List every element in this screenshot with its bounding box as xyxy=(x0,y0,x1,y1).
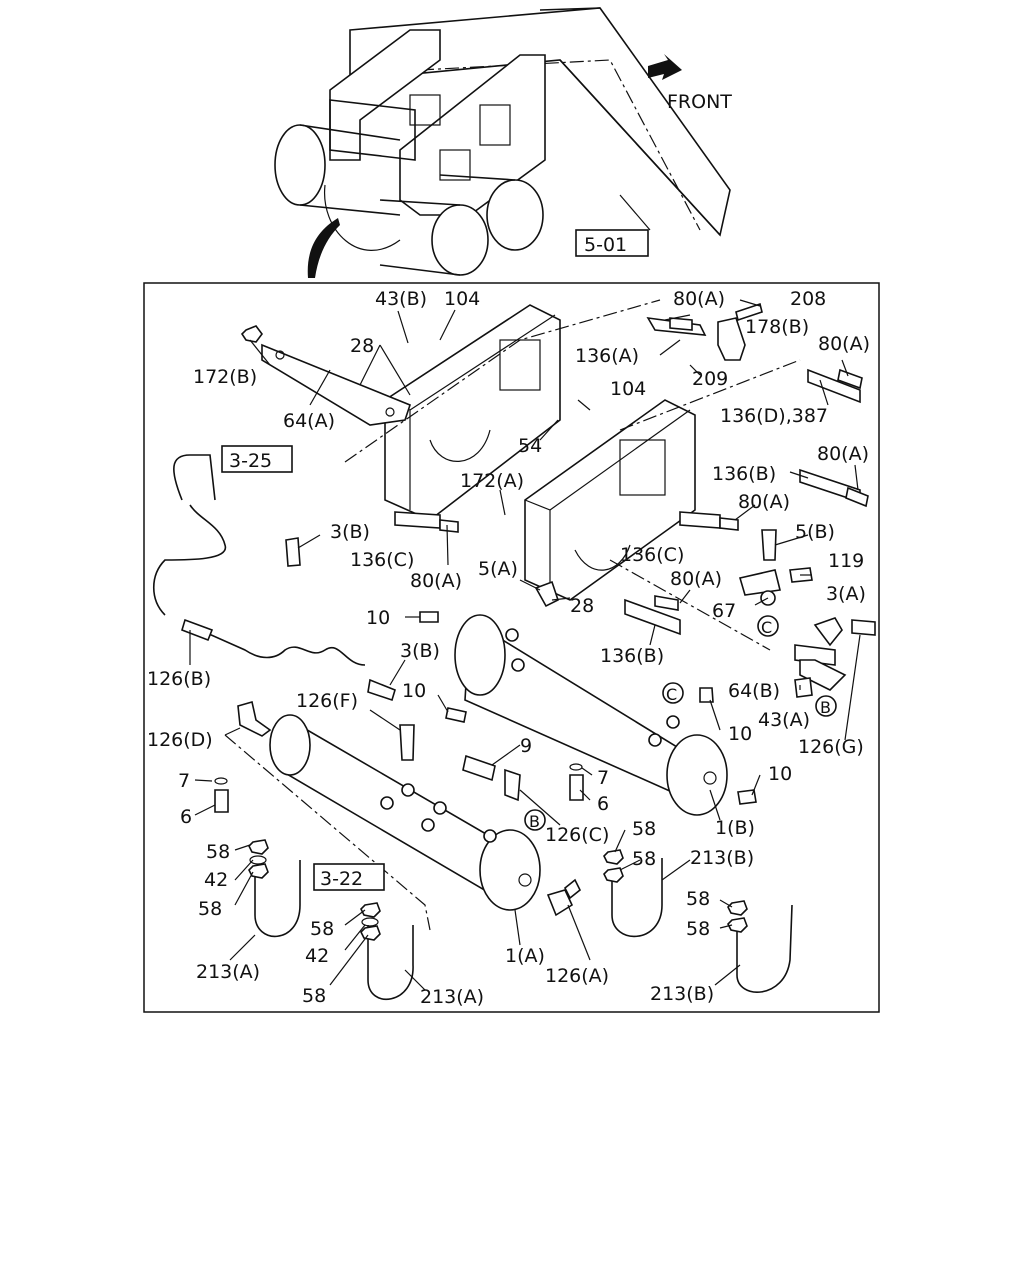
ref-box-5-01 xyxy=(575,229,649,257)
callout-67: 67 xyxy=(712,600,736,622)
callout-126f: 126(F) xyxy=(296,690,358,712)
callout-28: 28 xyxy=(570,595,594,617)
callout-213a: 213(A) xyxy=(196,961,260,983)
callout-178b: 178(B) xyxy=(745,316,809,338)
callout-1a: 1(A) xyxy=(505,945,545,967)
front-label: FRONT xyxy=(667,91,732,113)
overview-illustration: FRONT 5-01 xyxy=(274,7,732,278)
ref-3-25: 3-25 xyxy=(229,450,272,472)
callout-213a: 213(A) xyxy=(420,986,484,1008)
ref-5-01: 5-01 xyxy=(584,234,627,256)
callout-9: 9 xyxy=(520,735,532,757)
circle-ref-b: B xyxy=(820,698,831,717)
callout-labels: 43(B) 104 80(A) 208 178(B) 28 136(A) 80(… xyxy=(147,288,870,1008)
callout-104: 104 xyxy=(610,378,646,400)
callout-136a: 136(A) xyxy=(575,345,639,367)
callout-126g: 126(G) xyxy=(798,736,864,758)
callout-58: 58 xyxy=(198,898,222,920)
callout-58: 58 xyxy=(686,918,710,940)
callout-10: 10 xyxy=(366,607,390,629)
callout-43a: 43(A) xyxy=(758,709,810,731)
callout-6: 6 xyxy=(597,793,609,815)
callout-64a: 64(A) xyxy=(283,410,335,432)
detail-arrow-icon xyxy=(307,218,340,278)
callout-5a: 5(A) xyxy=(478,558,518,580)
callout-58: 58 xyxy=(206,841,230,863)
callout-80a: 80(A) xyxy=(673,288,725,310)
callout-213b: 213(B) xyxy=(690,847,754,869)
callout-10: 10 xyxy=(728,723,752,745)
callout-3b: 3(B) xyxy=(330,521,370,543)
callout-136c: 136(C) xyxy=(350,549,414,571)
callout-58: 58 xyxy=(302,985,326,1007)
callout-80a: 80(A) xyxy=(738,491,790,513)
callout-136c: 136(C) xyxy=(620,544,684,566)
callout-136d-387: 136(D),387 xyxy=(720,405,828,427)
callout-3b: 3(B) xyxy=(400,640,440,662)
callout-64b: 64(B) xyxy=(728,680,780,702)
callout-5b: 5(B) xyxy=(795,521,835,543)
ref-box-3-22 xyxy=(313,863,385,891)
callout-126b: 126(B) xyxy=(147,668,211,690)
circle-refs: C B C B xyxy=(524,615,837,831)
callout-10: 10 xyxy=(402,680,426,702)
callout-58: 58 xyxy=(632,818,656,840)
leader-lines xyxy=(189,299,861,991)
callout-208: 208 xyxy=(790,288,826,310)
front-arrow-icon xyxy=(648,54,682,80)
callout-136b: 136(B) xyxy=(600,645,664,667)
circle-ref-b: B xyxy=(529,812,540,831)
ref-3-22: 3-22 xyxy=(320,868,363,890)
callout-7: 7 xyxy=(178,770,190,792)
callout-126c: 126(C) xyxy=(545,824,609,846)
callout-3a: 3(A) xyxy=(826,583,866,605)
callout-54: 54 xyxy=(518,435,542,457)
callout-58: 58 xyxy=(686,888,710,910)
circle-ref-c: C xyxy=(761,618,772,637)
detail-frame xyxy=(143,282,880,1013)
callout-119: 119 xyxy=(828,550,864,572)
callout-28: 28 xyxy=(350,335,374,357)
callout-80a: 80(A) xyxy=(670,568,722,590)
callout-58: 58 xyxy=(632,848,656,870)
circle-ref-c: C xyxy=(666,685,677,704)
callout-43b: 43(B) xyxy=(375,288,427,310)
callout-58: 58 xyxy=(310,918,334,940)
callout-42: 42 xyxy=(305,945,329,967)
callout-126a: 126(A) xyxy=(545,965,609,987)
callout-136b: 136(B) xyxy=(712,463,776,485)
callout-80a: 80(A) xyxy=(818,333,870,355)
callout-7: 7 xyxy=(597,767,609,789)
detail-illustration xyxy=(153,299,876,1001)
callout-213b: 213(B) xyxy=(650,983,714,1005)
callout-42: 42 xyxy=(204,869,228,891)
callout-80a: 80(A) xyxy=(410,570,462,592)
callout-172b: 172(B) xyxy=(193,366,257,388)
callout-126d: 126(D) xyxy=(147,729,213,751)
callout-1b: 1(B) xyxy=(715,817,755,839)
callout-6: 6 xyxy=(180,806,192,828)
callout-209: 209 xyxy=(692,368,728,390)
callout-10: 10 xyxy=(768,763,792,785)
callout-172a: 172(A) xyxy=(460,470,524,492)
callout-80a: 80(A) xyxy=(817,443,869,465)
callout-104: 104 xyxy=(444,288,480,310)
ref-box-3-25 xyxy=(221,445,293,473)
